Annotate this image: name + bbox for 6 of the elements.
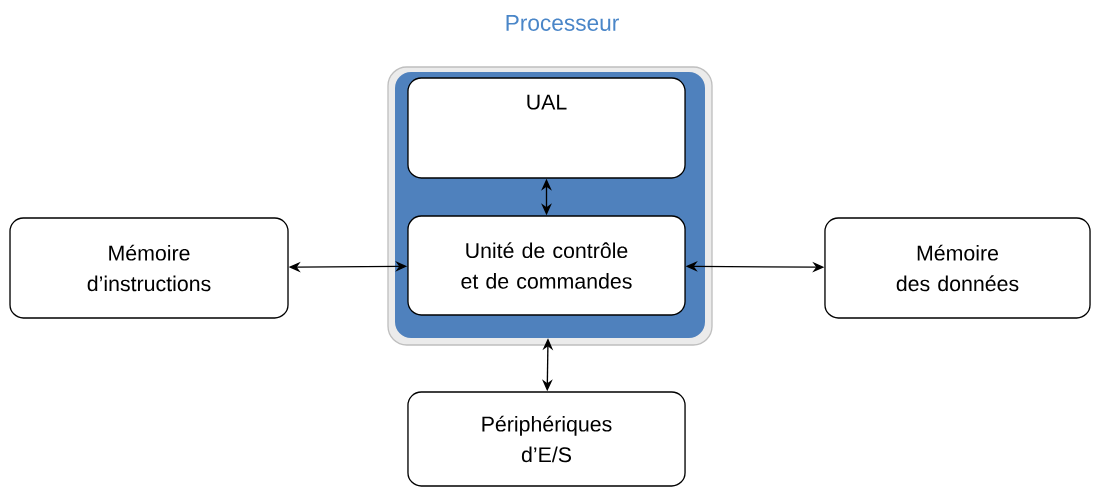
node-label: Processeur [506, 15, 619, 31]
process-box: UAL [407, 77, 686, 179]
process-box: Périphériques d’E/S [407, 391, 686, 487]
process-box: Mémoire des données [824, 217, 1091, 319]
process-box: Mémoire d’instructions [9, 217, 289, 319]
process-box: Unité de contrôle et de commandes [407, 215, 686, 316]
